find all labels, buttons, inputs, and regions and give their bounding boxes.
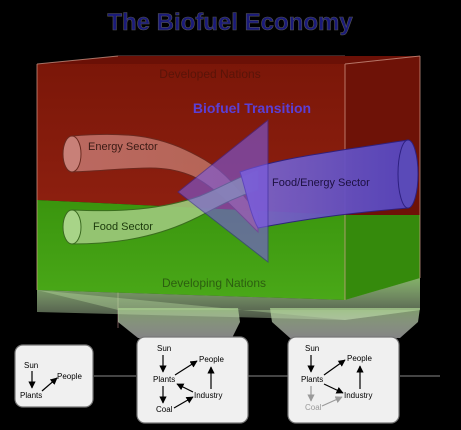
panel-2-arrow-plants-people xyxy=(174,360,198,376)
panel-3-sun: Sun xyxy=(305,344,319,353)
biofuel-transition-label: Biofuel Transition xyxy=(193,100,311,116)
panel-3-plants: Plants xyxy=(301,375,323,384)
developed-region-top xyxy=(37,56,420,64)
panel-1-arrow-plants-people xyxy=(41,377,58,392)
food-sector-label: Food Sector xyxy=(93,221,153,233)
panel-3: Sun Plants People Coal Industry xyxy=(287,336,400,424)
panel-3-arrow-plants-industry xyxy=(323,383,344,394)
panel-2-arrow-industry-plants xyxy=(176,383,194,393)
funnel-right xyxy=(270,308,420,338)
panel-3-industry: Industry xyxy=(344,391,372,400)
food-sector-pipe-end xyxy=(62,209,82,245)
diagram-title: The Biofuel Economy xyxy=(107,9,353,36)
panel-2-coal: Coal xyxy=(156,405,173,414)
panel-1-plants: Plants xyxy=(20,391,42,400)
panel-3-coal: Coal xyxy=(305,403,322,412)
panel-1: Sun Plants People xyxy=(14,344,94,408)
energy-sector-pipe-end xyxy=(62,135,82,173)
food-energy-sector-pipe-end xyxy=(397,139,419,209)
panel-2: Sun Plants People Coal Industry xyxy=(136,336,249,424)
panel-1-sun: Sun xyxy=(24,361,38,370)
panel-2-industry: Industry xyxy=(194,391,222,400)
developed-nations-label: Developed Nations xyxy=(159,67,260,81)
panel-2-sun: Sun xyxy=(157,344,171,353)
panel-1-people: People xyxy=(57,372,82,381)
funnel-left xyxy=(118,308,240,338)
developing-region-side xyxy=(345,215,420,300)
panel-2-people: People xyxy=(199,355,224,364)
biofuel-transition-arrow xyxy=(177,118,269,264)
panel-3-people: People xyxy=(347,354,372,363)
panel-2-arrow-coal-industry xyxy=(173,396,194,409)
panel-2-plants: Plants xyxy=(153,375,175,384)
panel-3-arrow-plants-people xyxy=(323,359,346,376)
panel-3-arrow-coal-industry xyxy=(321,396,343,407)
food-energy-sector-label: Food/Energy Sector xyxy=(272,177,370,189)
developing-nations-label: Developing Nations xyxy=(162,276,266,290)
energy-sector-label: Energy Sector xyxy=(88,141,158,153)
